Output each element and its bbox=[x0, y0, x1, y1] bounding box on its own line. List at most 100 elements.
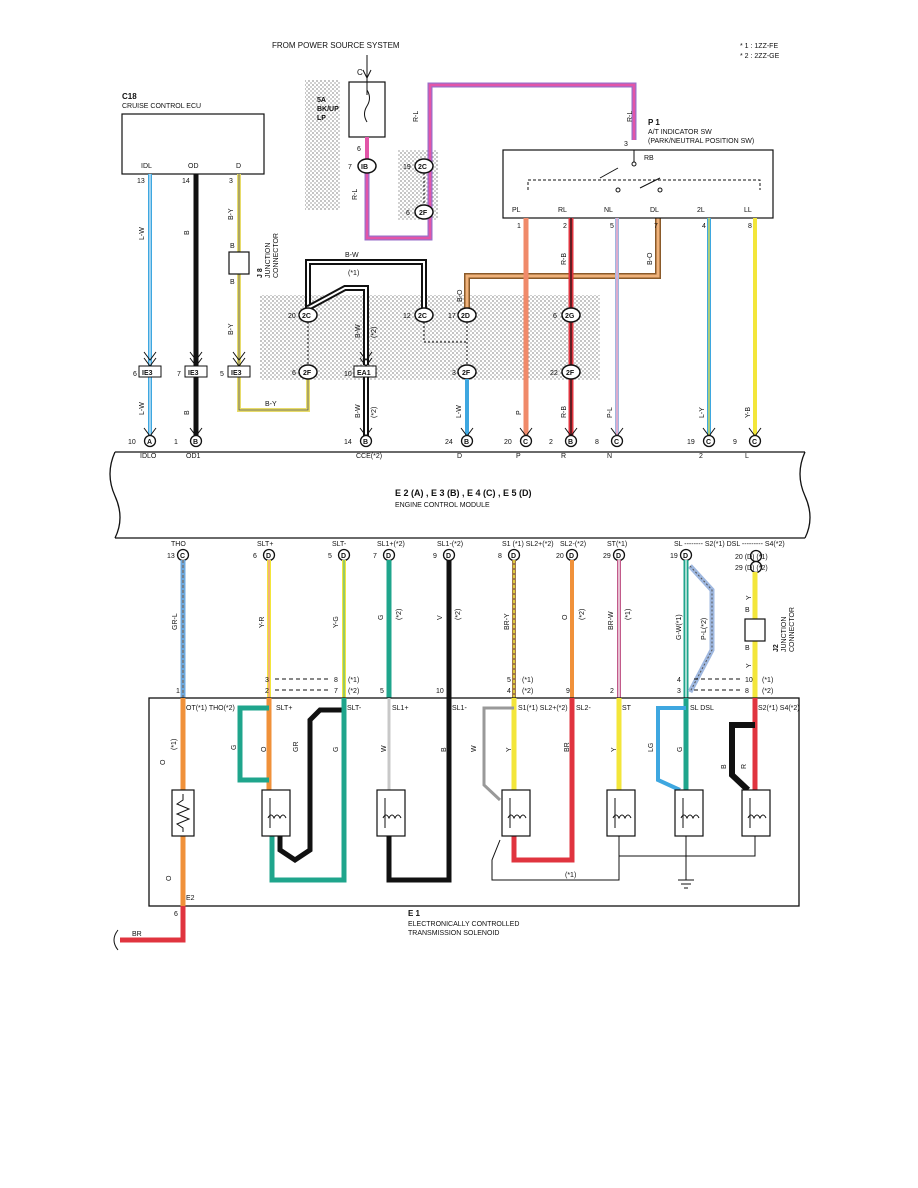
svg-text:S1(*1) SL2+(*2): S1(*1) SL2+(*2) bbox=[518, 705, 568, 712]
svg-text:B: B bbox=[441, 747, 448, 752]
solenoid-sl1 bbox=[376, 789, 406, 837]
svg-text:D: D bbox=[457, 453, 462, 460]
svg-text:B-W: B-W bbox=[355, 404, 362, 418]
svg-text:GR: GR bbox=[293, 742, 300, 753]
svg-text:1: 1 bbox=[517, 223, 521, 230]
svg-text:(*1): (*1) bbox=[348, 270, 359, 277]
svg-text:SLT-: SLT- bbox=[332, 541, 347, 548]
cruise-pin-d: D bbox=[236, 163, 241, 170]
svg-text:(*1): (*1) bbox=[171, 739, 178, 750]
svg-text:ST(*1): ST(*1) bbox=[607, 541, 627, 548]
ecm-body bbox=[109, 451, 811, 539]
svg-text:CONNECTOR: CONNECTOR bbox=[789, 607, 796, 652]
svg-text:P: P bbox=[516, 453, 521, 460]
solenoid-st bbox=[606, 789, 636, 837]
svg-text:Y: Y bbox=[746, 595, 753, 600]
svg-text:BR: BR bbox=[132, 931, 142, 938]
svg-text:2: 2 bbox=[549, 439, 553, 446]
svg-text:22: 22 bbox=[550, 370, 558, 377]
svg-text:SLT+: SLT+ bbox=[276, 705, 292, 712]
svg-text:8: 8 bbox=[498, 553, 502, 560]
svg-text:20: 20 bbox=[288, 313, 296, 320]
solenoid-sl bbox=[674, 789, 704, 837]
p1-name-2: (PARK/NEUTRAL POSITION SW) bbox=[648, 138, 754, 145]
solenoid-name-2: TRANSMISSION SOLENOID bbox=[408, 930, 499, 937]
power-source-title: FROM POWER SOURCE SYSTEM bbox=[272, 41, 400, 50]
solenoid-slt bbox=[261, 789, 291, 837]
svg-text:G: G bbox=[333, 747, 340, 752]
svg-text:9: 9 bbox=[566, 688, 570, 695]
svg-text:2G: 2G bbox=[565, 313, 575, 320]
svg-text:5: 5 bbox=[380, 688, 384, 695]
connector-ie3-2 bbox=[184, 365, 208, 378]
svg-text:P: P bbox=[516, 410, 523, 415]
connector-ie3-3 bbox=[227, 365, 251, 378]
svg-text:(*1): (*1) bbox=[762, 677, 773, 684]
svg-text:Y: Y bbox=[611, 747, 618, 752]
svg-text:10: 10 bbox=[344, 371, 352, 378]
svg-text:W: W bbox=[471, 745, 478, 752]
svg-text:D: D bbox=[683, 553, 688, 560]
ecm-top-pin: 1 B OD1 bbox=[174, 427, 203, 460]
svg-text:24: 24 bbox=[445, 439, 453, 446]
svg-text:D: D bbox=[446, 553, 451, 560]
svg-text:SL1-: SL1- bbox=[452, 705, 467, 712]
svg-text:(*2): (*2) bbox=[522, 688, 533, 695]
svg-text:GR-L: GR-L bbox=[172, 613, 179, 630]
svg-text:D: D bbox=[266, 553, 271, 560]
svg-text:(*1): (*1) bbox=[625, 609, 632, 620]
svg-text:2D: 2D bbox=[461, 313, 470, 320]
svg-text:2C: 2C bbox=[418, 164, 427, 171]
svg-text:SL2-(*2): SL2-(*2) bbox=[560, 541, 586, 548]
svg-text:7: 7 bbox=[373, 553, 377, 560]
svg-text:C: C bbox=[523, 439, 528, 446]
connector-ib bbox=[357, 158, 377, 174]
svg-text:3: 3 bbox=[677, 688, 681, 695]
junction-connector-j2 bbox=[744, 618, 766, 642]
svg-text:2: 2 bbox=[563, 223, 567, 230]
svg-text:IDLO: IDLO bbox=[140, 453, 157, 460]
svg-text:JUNCTION: JUNCTION bbox=[781, 617, 788, 652]
svg-text:19: 19 bbox=[687, 439, 695, 446]
svg-text:7: 7 bbox=[334, 688, 338, 695]
svg-text:B: B bbox=[230, 279, 235, 286]
svg-text:2C: 2C bbox=[302, 313, 311, 320]
svg-text:5: 5 bbox=[220, 371, 224, 378]
svg-text:W: W bbox=[381, 745, 388, 752]
svg-text:L-Y: L-Y bbox=[699, 407, 706, 418]
wire-label-rl-3: R-L bbox=[627, 111, 634, 122]
svg-text:3: 3 bbox=[229, 178, 233, 185]
svg-text:E2: E2 bbox=[186, 895, 195, 902]
svg-text:2F: 2F bbox=[566, 370, 575, 377]
svg-text:29: 29 bbox=[603, 553, 611, 560]
svg-text:B: B bbox=[721, 764, 728, 769]
svg-text:OD1: OD1 bbox=[186, 453, 201, 460]
ecm-bottom-pin: ST(*1) 29 D bbox=[603, 541, 627, 562]
p1-switch-box bbox=[502, 149, 774, 219]
ecm-name: ENGINE CONTROL MODULE bbox=[395, 502, 490, 509]
svg-text:D: D bbox=[616, 553, 621, 560]
svg-text:(*1): (*1) bbox=[522, 677, 533, 684]
svg-text:PL: PL bbox=[512, 207, 521, 214]
svg-text:SL1+: SL1+ bbox=[392, 705, 409, 712]
svg-text:B: B bbox=[184, 410, 191, 415]
solenoid-name-1: ELECTRONICALLY CONTROLLED bbox=[408, 921, 519, 928]
svg-text:9: 9 bbox=[733, 439, 737, 446]
svg-text:B-Y: B-Y bbox=[228, 323, 235, 335]
svg-text:2: 2 bbox=[699, 453, 703, 460]
svg-text:CONNECTOR: CONNECTOR bbox=[273, 233, 280, 278]
svg-text:THO: THO bbox=[171, 541, 186, 548]
svg-text:B: B bbox=[193, 439, 198, 446]
svg-text:RL: RL bbox=[558, 207, 567, 214]
svg-text:8: 8 bbox=[595, 439, 599, 446]
svg-text:C: C bbox=[706, 439, 711, 446]
svg-text:1: 1 bbox=[174, 439, 178, 446]
svg-text:13: 13 bbox=[137, 178, 145, 185]
